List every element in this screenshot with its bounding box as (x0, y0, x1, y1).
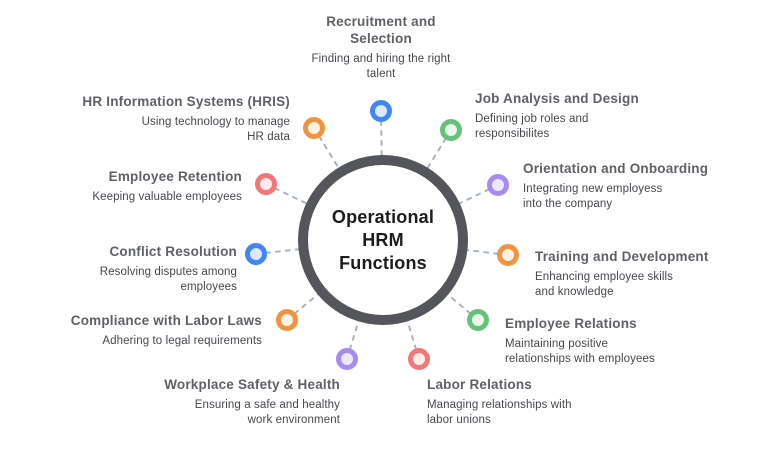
orientation-and-onboarding-text-block: Orientation and Onboarding Integrating n… (523, 160, 738, 211)
labor-relations-dot-icon (408, 348, 430, 370)
labor-relations-description: Managing relationships with labor unions (427, 399, 572, 426)
compliance-with-labor-laws-dot-icon (276, 309, 298, 331)
workplace-safety-health-description: Ensuring a safe and healthy work environ… (194, 399, 340, 426)
hr-information-systems-hris-dot-icon (303, 117, 325, 139)
job-analysis-and-design-title: Job Analysis and Design (475, 91, 639, 106)
workplace-safety-health-text-block: Workplace Safety & Health Ensuring a saf… (145, 376, 340, 427)
labor-relations-title: Labor Relations (427, 377, 533, 392)
job-analysis-and-design-description: Defining job roles and responsibilites (475, 113, 589, 140)
workplace-safety-health-title: Workplace Safety & Health (164, 377, 340, 392)
employee-relations-text-block: Employee Relations Maintaining positive … (505, 315, 700, 366)
labor-relations-text-block: Labor Relations Managing relationships w… (427, 376, 612, 427)
conflict-resolution-dot-icon (245, 243, 267, 265)
hr-information-systems-hris-description: Using technology to manage HR data (141, 116, 290, 143)
job-analysis-and-design-text-block: Job Analysis and Design Defining job rol… (475, 90, 670, 141)
compliance-with-labor-laws-title: Compliance with Labor Laws (70, 313, 262, 328)
hr-information-systems-hris-text-block: HR Information Systems (HRIS) Using tech… (65, 93, 290, 144)
orientation-and-onboarding-title: Orientation and Onboarding (523, 161, 709, 176)
recruitment-and-selection-title: Recruitment and Selection (326, 14, 436, 46)
compliance-with-labor-laws-description: Adhering to legal requirements (102, 335, 262, 347)
recruitment-and-selection-dot-icon (370, 100, 392, 122)
orientation-and-onboarding-description: Integrating new employess into the compa… (523, 183, 663, 210)
compliance-with-labor-laws-text-block: Compliance with Labor Laws Adhering to l… (47, 312, 262, 349)
training-and-development-description: Enhancing employee skills and knowledge (535, 271, 674, 298)
job-analysis-and-design-dot-icon (440, 119, 462, 141)
employee-relations-dot-icon (467, 309, 489, 331)
employee-relations-description: Maintaining positive relationships with … (505, 338, 655, 365)
central-hub-circle: Operational HRM Functions (298, 155, 468, 325)
employee-relations-title: Employee Relations (505, 316, 637, 331)
employee-retention-title: Employee Retention (108, 169, 242, 184)
recruitment-and-selection-text-block: Recruitment and Selection Finding and hi… (286, 13, 476, 81)
employee-retention-dot-icon (255, 173, 277, 195)
workplace-safety-health-dot-icon (336, 348, 358, 370)
hub-title: Operational HRM Functions (331, 206, 435, 273)
training-and-development-dot-icon (497, 244, 519, 266)
conflict-resolution-title: Conflict Resolution (109, 244, 237, 259)
training-and-development-text-block: Training and Development Enhancing emplo… (535, 248, 735, 299)
employee-retention-description: Keeping valuable employees (92, 191, 242, 203)
conflict-resolution-description: Resolving disputes among employees (99, 266, 237, 293)
employee-retention-text-block: Employee Retention Keeping valuable empl… (57, 168, 242, 205)
training-and-development-title: Training and Development (535, 249, 709, 264)
hr-information-systems-hris-title: HR Information Systems (HRIS) (82, 94, 290, 109)
conflict-resolution-text-block: Conflict Resolution Resolving disputes a… (52, 243, 237, 294)
orientation-and-onboarding-dot-icon (487, 174, 509, 196)
recruitment-and-selection-description: Finding and hiring the right talent (311, 53, 451, 80)
